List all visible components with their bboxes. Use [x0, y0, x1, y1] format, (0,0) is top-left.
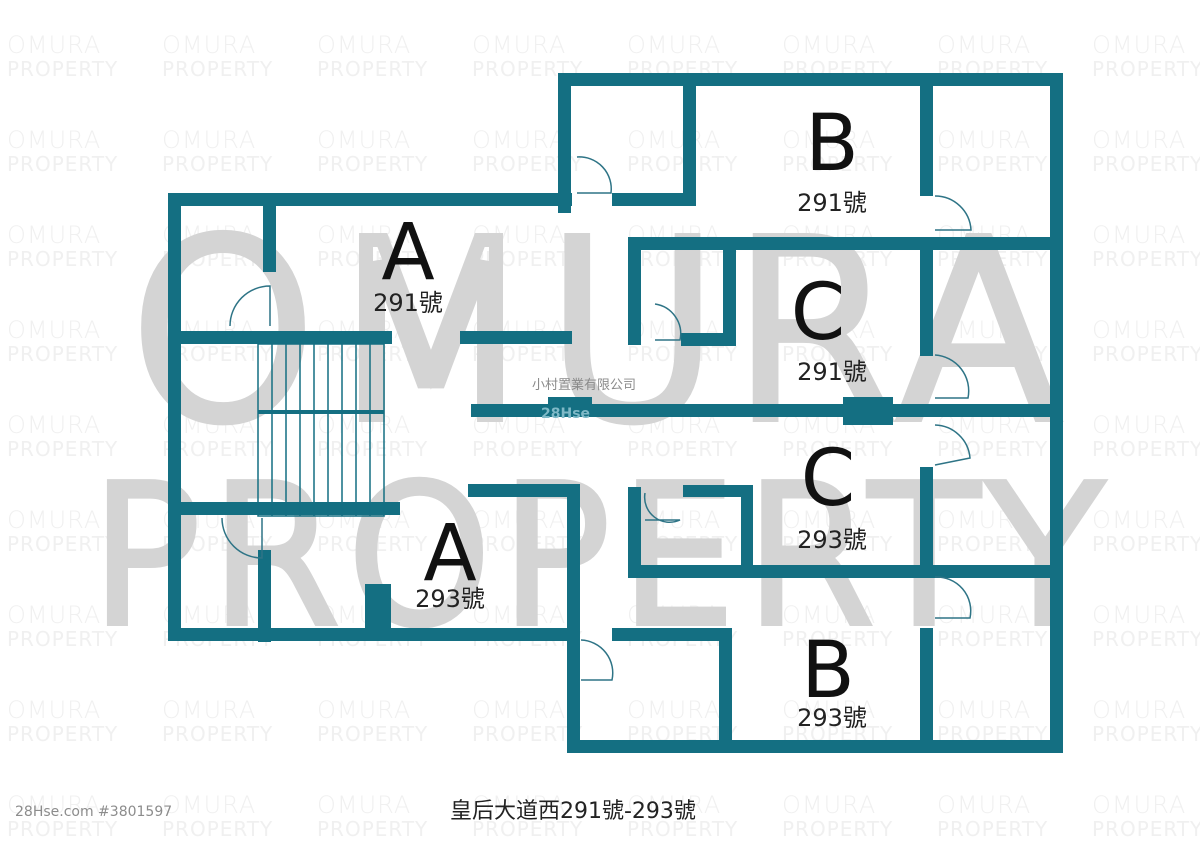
- unit-number: 293號: [797, 704, 867, 732]
- unit-letter: A: [423, 509, 477, 599]
- unit-number: 293號: [797, 526, 867, 554]
- site-stamp: 28Hse: [541, 406, 591, 422]
- listing-id: 28Hse.com #3801597: [15, 804, 173, 820]
- door-swings: [221, 156, 972, 681]
- unit-number: 291號: [797, 358, 867, 386]
- unit-number: 293號: [415, 585, 485, 613]
- unit-number: 291號: [797, 189, 867, 217]
- unit-letter: C: [800, 434, 856, 524]
- unit-letter: B: [805, 99, 859, 189]
- unit-letter: C: [790, 268, 846, 358]
- address-caption: 皇后大道西291號-293號: [450, 799, 696, 824]
- staircase: [257, 343, 385, 517]
- unit-letter: B: [801, 626, 855, 716]
- company-label: 小村置業有限公司: [532, 378, 637, 393]
- unit-number: 291號: [373, 289, 443, 317]
- walls: [168, 73, 1063, 753]
- unit-letter: A: [381, 208, 435, 298]
